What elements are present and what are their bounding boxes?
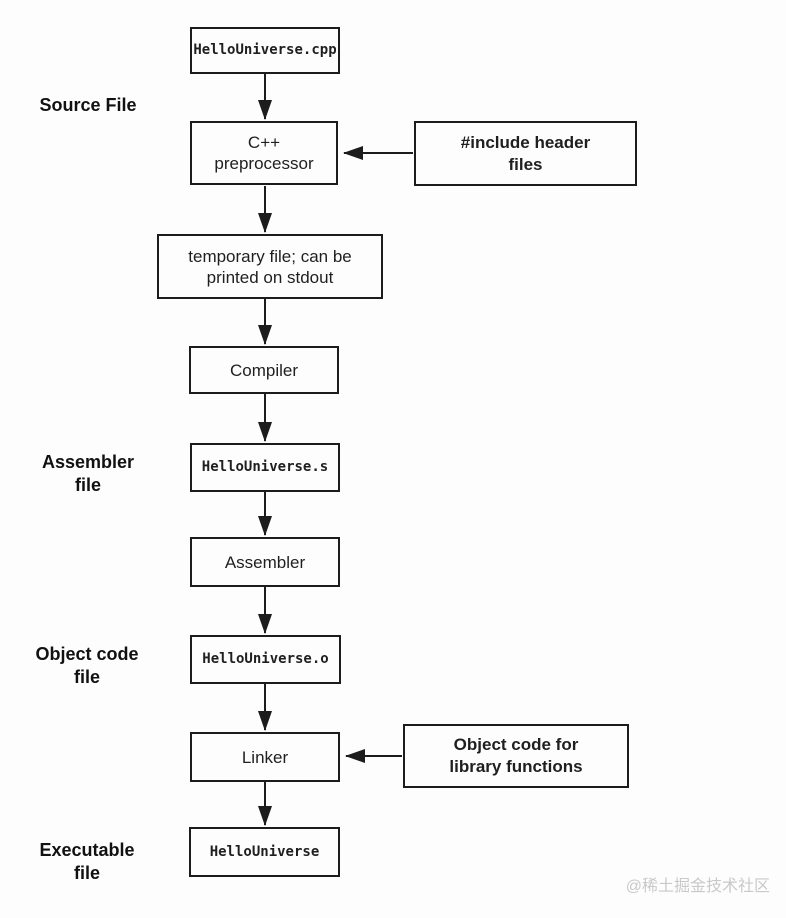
callout-include-headers: #include header files	[414, 121, 637, 186]
callout-label-line: files	[508, 154, 543, 174]
box-object-file: HelloUniverse.o	[190, 635, 341, 684]
side-label-assembler-file: Assembler file	[18, 451, 158, 497]
box-label-line: temporary file; can be	[188, 246, 352, 266]
box-compiler: Compiler	[189, 346, 339, 394]
box-label-line: C++	[247, 133, 281, 152]
box-label: Linker	[241, 747, 289, 767]
box-executable: HelloUniverse	[189, 827, 340, 877]
box-assembler-file: HelloUniverse.s	[190, 443, 340, 492]
box-label: Assembler	[224, 552, 306, 572]
side-label-line: Assembler	[41, 452, 135, 472]
side-label-line: file	[73, 863, 100, 883]
box-temp-file: temporary file; can be printed on stdout	[157, 234, 383, 299]
side-label-line: file	[73, 667, 100, 687]
callout-label-line: library functions	[449, 757, 583, 776]
box-preprocessor: C++ preprocessor	[190, 121, 338, 185]
side-label-line: Object code	[35, 644, 139, 664]
side-label-line: Source File	[39, 95, 137, 115]
side-label-executable-file: Executable file	[17, 839, 157, 885]
box-label: HelloUniverse.s	[201, 459, 329, 475]
box-assembler: Assembler	[190, 537, 340, 587]
box-label: HelloUniverse.o	[202, 651, 329, 667]
box-label: Compiler	[229, 360, 299, 380]
side-label-source-file: Source File	[18, 94, 158, 117]
box-label: HelloUniverse.cpp	[193, 42, 337, 58]
callout-label-line: Object code for	[453, 735, 579, 754]
watermark: @稀土掘金技术社区	[625, 878, 770, 895]
box-label-line: preprocessor	[214, 154, 314, 173]
side-label-object-code-file: Object code file	[17, 643, 157, 689]
box-linker: Linker	[190, 732, 340, 782]
box-label-line: printed on stdout	[206, 267, 334, 287]
box-label: HelloUniverse	[209, 843, 320, 860]
callout-label-line: #include header	[460, 132, 591, 152]
box-source-file: HelloUniverse.cpp	[190, 27, 340, 74]
callout-object-library: Object code for library functions	[403, 724, 629, 788]
side-label-line: file	[74, 475, 101, 495]
side-label-line: Executable	[39, 840, 135, 860]
